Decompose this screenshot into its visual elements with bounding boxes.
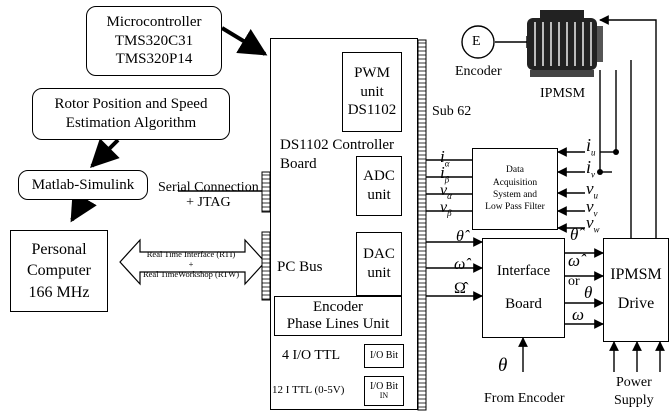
motor-icon	[527, 10, 603, 77]
v-alpha-symbol: vα	[440, 182, 452, 202]
arrow-matlab-to-pc	[70, 191, 97, 223]
interface-line2: Board	[505, 296, 542, 312]
drive-theta-hat: θ̂	[570, 225, 579, 244]
vv-symbol: vv	[586, 197, 598, 219]
encoder-unit-line2: Phase Lines Unit	[286, 316, 390, 332]
serial-label: Serial Connection + JTAG	[158, 180, 259, 211]
ipmsm-drive: IPMSM Drive	[603, 238, 669, 342]
rotor-estimation-block: Rotor Position and Speed Estimation Algo…	[32, 88, 230, 140]
io-bit-in-box: I/O Bit IN	[364, 376, 404, 406]
pc-bus-label: PC Bus	[277, 259, 323, 275]
microcontroller-line3: TMS320P14	[115, 51, 193, 68]
from-encoder-label: From Encoder	[484, 391, 565, 406]
or-label: or	[568, 274, 580, 289]
serial-line2: + JTAG	[186, 195, 231, 211]
dac-line1: DAC	[363, 246, 395, 263]
serial-line1: Serial Connection	[158, 180, 259, 195]
adc-line1: ADC	[363, 168, 395, 185]
io-bit-in-line2: IN	[379, 391, 389, 400]
daq-line3: System and	[492, 190, 538, 200]
pwm-line1: PWM	[354, 64, 390, 81]
theta-from-encoder-symbol: θ	[498, 355, 508, 376]
rti-line2: Real TimeWorkshop (RTW)	[142, 268, 240, 279]
interface-line1: Interface	[496, 263, 551, 279]
pwm-line2: unit	[360, 83, 384, 100]
sub62-label: Sub 62	[432, 104, 472, 119]
pwm-unit: PWM unit DS1102	[342, 52, 402, 132]
arrow-rotor-to-matlab	[90, 138, 120, 168]
vu-symbol: vu	[586, 179, 599, 201]
interface-board: Interface Board	[482, 238, 565, 338]
i-beta-symbol: iβ	[440, 163, 450, 185]
microcontroller-line2: TMS320C31	[114, 32, 194, 49]
iu-symbol: iu	[586, 135, 596, 158]
big-omega-hat-symbol: Ω̂	[454, 280, 466, 297]
i-alpha-symbol: iα	[440, 147, 450, 169]
omega-hat-symbol: ω̂	[454, 256, 466, 273]
v-beta-symbol: vβ	[440, 199, 452, 219]
encoder-phase-unit: Encoder Phase Lines Unit	[274, 296, 402, 336]
io-bit-in-line1: I/O Bit	[369, 381, 399, 392]
pc-line1: Personal	[31, 240, 87, 258]
dac-unit: DAC unit	[356, 232, 402, 296]
io-ttl-label: 4 I/O TTL	[282, 348, 341, 363]
pc-line3: 166 MHz	[28, 283, 90, 301]
matlab-label: Matlab-Simulink	[31, 176, 135, 193]
rotor-line1: Rotor Position and Speed	[54, 96, 208, 113]
adc-unit: ADC unit	[356, 156, 402, 216]
motor-label: IPMSM	[540, 86, 586, 101]
rti-plus: +	[188, 258, 194, 269]
power-supply-label: Power Supply	[614, 374, 654, 410]
daq-line4: Low Pass Filter	[485, 202, 545, 213]
theta-hat-symbol: θ̂	[456, 228, 464, 245]
microcontroller-block: Microcontroller TMS320C31 TMS320P14	[86, 6, 222, 76]
power-line1: Power	[615, 375, 652, 390]
microcontroller-line1: Microcontroller	[106, 13, 202, 30]
io-bit-box: I/O Bit	[364, 344, 404, 368]
drive-line1: IPMSM	[610, 266, 662, 284]
board-line1: DS1102 Controller	[280, 137, 395, 153]
iv-symbol: iv	[586, 157, 596, 180]
personal-computer-block: Personal Computer 166 MHz	[10, 230, 108, 312]
pc-line2: Computer	[27, 262, 91, 280]
drive-omega: ω	[572, 305, 585, 324]
rti-label: Real Time Interface (RTI) + Real TimeWor…	[118, 249, 264, 279]
adc-line2: unit	[367, 187, 391, 203]
rotor-line2: Estimation Algorithm	[65, 115, 197, 131]
i-ttl-label: 12 I TTL (0-5V)	[272, 384, 345, 396]
daq-line1: Data	[506, 165, 524, 176]
io-bit-label: I/O Bit	[369, 349, 399, 361]
encoder-icon	[461, 25, 495, 59]
dac-line2: unit	[367, 265, 391, 281]
matlab-simulink-block: Matlab-Simulink	[18, 170, 148, 200]
daq-line2: Acquisition	[492, 177, 538, 188]
encoder-unit-line1: Encoder	[313, 298, 363, 315]
rti-line1: Real Time Interface (RTI)	[146, 249, 236, 259]
drive-line2: Drive	[617, 295, 655, 312]
board-title: DS1102 Controller Board	[280, 136, 394, 174]
arrow-micro-to-board	[220, 26, 268, 56]
drive-theta: θ	[584, 283, 593, 302]
vw-symbol: vw	[586, 213, 600, 235]
encoder-letter: E	[472, 34, 481, 49]
drive-omega-hat: ω̂	[568, 251, 581, 270]
pwm-line3: DS1102	[347, 102, 397, 119]
board-line2: Board	[280, 155, 317, 172]
encoder-label: Encoder	[455, 64, 502, 79]
data-acquisition-block: Data Acquisition System and Low Pass Fil…	[472, 148, 558, 230]
power-line2: Supply	[614, 393, 654, 409]
